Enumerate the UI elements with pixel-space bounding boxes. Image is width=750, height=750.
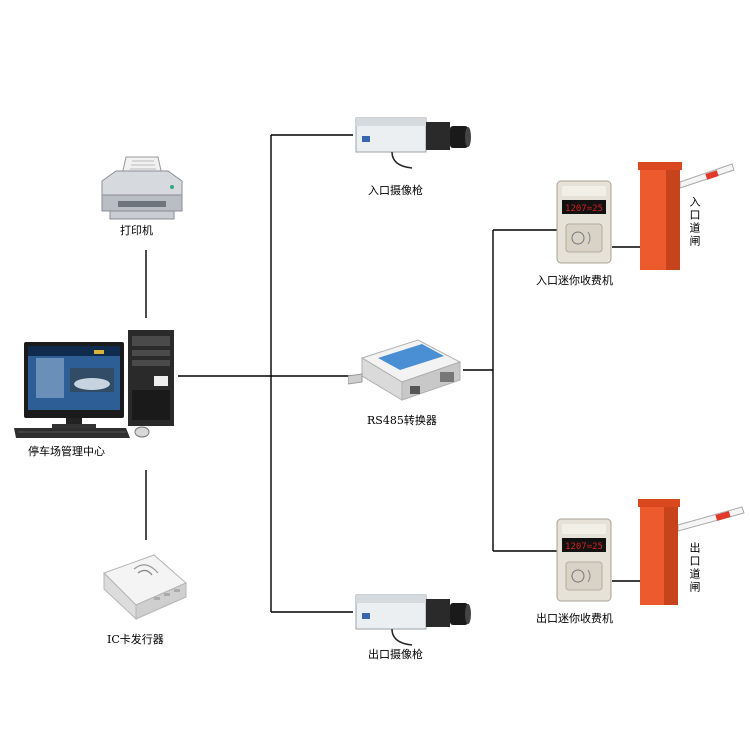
computer-icon: [14, 328, 182, 444]
entry-camera-icon: [352, 110, 472, 174]
entry-gate-label: 入口道闸: [688, 196, 701, 248]
exit-charger-icon: 1207=25: [556, 518, 612, 606]
rs485-converter-icon: [347, 338, 466, 412]
entry-barrier-gate-icon: [636, 160, 736, 276]
parking-center-label: 停车场管理中心: [28, 445, 105, 458]
exit-gate-label: 出口道闸: [688, 542, 701, 594]
entry-charger-icon: 1207=25: [556, 180, 612, 268]
exit-camera-label: 出口摄像枪: [368, 648, 423, 661]
entry-charger-label: 入口迷你收费机: [536, 274, 613, 287]
card-reader-icon: [96, 553, 190, 627]
rs485-label: RS485转换器: [367, 414, 437, 427]
printer-label: 打印机: [120, 224, 153, 237]
exit-charger-label: 出口迷你收费机: [536, 612, 613, 625]
entry-camera-label: 入口摄像枪: [368, 184, 423, 197]
entry-charger-display: 1207=25: [565, 204, 603, 214]
printer-icon: [96, 155, 188, 227]
exit-camera-icon: [352, 587, 472, 651]
exit-charger-display: 1207=25: [565, 542, 603, 552]
exit-barrier-gate-icon: [636, 497, 746, 611]
ic-issuer-label: IC卡发行器: [107, 633, 164, 646]
